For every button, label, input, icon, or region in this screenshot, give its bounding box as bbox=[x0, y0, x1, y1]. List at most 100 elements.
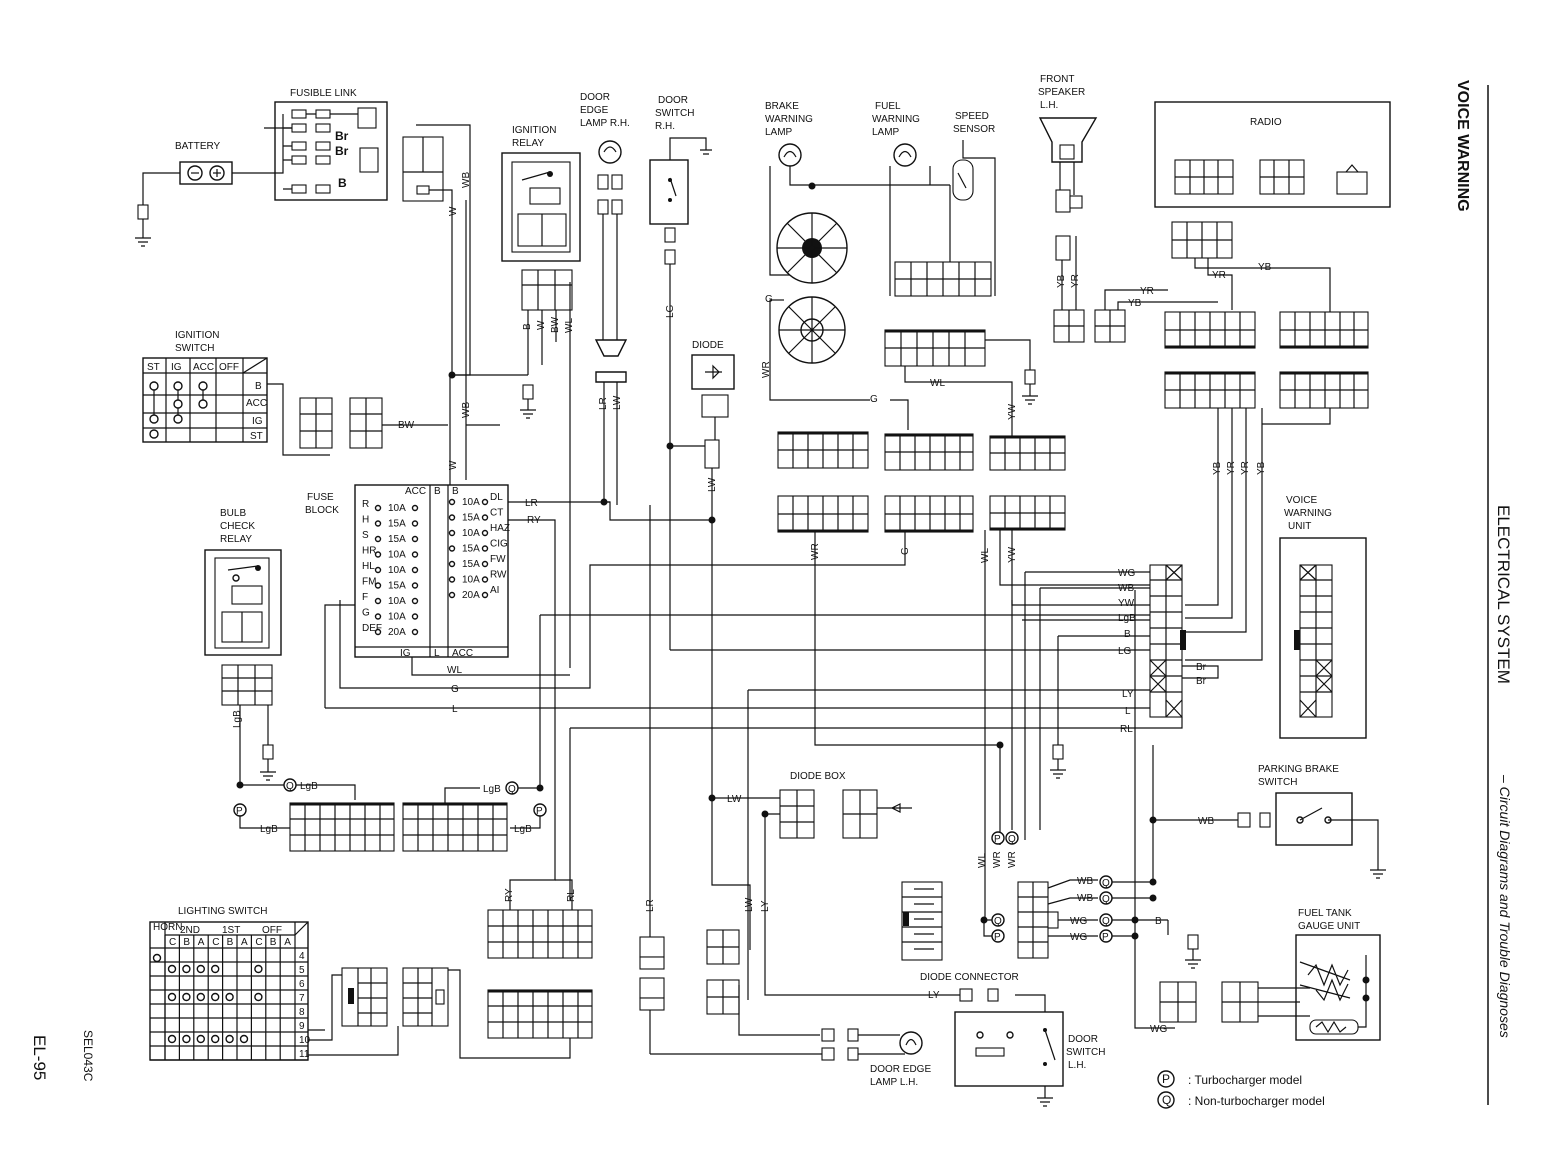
fuel-tank-gauge-unit: FUEL TANK GAUGE UNIT B WG bbox=[1134, 908, 1381, 1041]
wire-label-yr-3: YR bbox=[1212, 270, 1226, 281]
svg-text:P: P bbox=[994, 834, 1001, 845]
door-edge-lamp-lh: DOOR EDGE LAMP L.H. bbox=[650, 1028, 931, 1088]
fuse-label-fw: FW bbox=[490, 554, 506, 565]
front-speaker-label-1: FRONT bbox=[1040, 74, 1074, 85]
ls-sub-c: C bbox=[169, 937, 176, 948]
diode-box: DIODE BOX LW LW LY bbox=[706, 771, 960, 1036]
lower-connectors: Q LgB P LgB LgB Q P LgB RY RL bbox=[233, 505, 665, 1059]
wire-label-wr-4: WR bbox=[1007, 851, 1018, 868]
wire-label-l-1: L bbox=[452, 704, 458, 715]
wire-label-w-1: W bbox=[448, 206, 459, 216]
svg-text:P: P bbox=[994, 932, 1001, 943]
wire-label-g-2: G bbox=[870, 394, 878, 405]
ls-sub-a: A bbox=[198, 937, 205, 948]
front-speaker-label-2: SPEAKER bbox=[1038, 87, 1085, 98]
wire-label-yb-4: YB bbox=[1212, 461, 1223, 475]
fuse-terminal bbox=[411, 504, 419, 512]
door-switch-rh-label-2: SWITCH bbox=[655, 108, 694, 119]
svg-text:P: P bbox=[236, 806, 243, 817]
wire-label-lgb-4: LgB bbox=[260, 824, 278, 835]
wire-label-yb-2: YB bbox=[1128, 298, 1142, 309]
speed-sensor: SPEED SENSOR bbox=[894, 111, 996, 297]
svg-text:WL: WL bbox=[564, 318, 575, 333]
wire-label-lgb-3: LgB bbox=[300, 781, 318, 792]
svg-text:Br: Br bbox=[335, 144, 349, 158]
fuse-label-ct: CT bbox=[490, 508, 503, 519]
diode: DIODE LW bbox=[666, 340, 751, 950]
legend-q-mark bbox=[1157, 1091, 1175, 1109]
wire-label-ly-3: LY bbox=[928, 990, 940, 1001]
wire-label-wr-2: WR bbox=[810, 543, 821, 560]
fuse-label-r: R bbox=[362, 499, 369, 510]
legend-q-text: : Non-turbocharger model bbox=[1188, 1094, 1325, 1108]
wire-label-lr-2: LR bbox=[525, 498, 538, 509]
fuse-label-fm: FM bbox=[362, 577, 376, 588]
wire-label-b-1: B bbox=[1124, 629, 1131, 640]
fuse-terminal bbox=[411, 566, 419, 574]
fuse-rating-h: 15A bbox=[388, 519, 406, 530]
svg-text:P: P bbox=[1102, 932, 1109, 943]
fuse-terminal bbox=[481, 545, 489, 552]
svg-text:Q: Q bbox=[508, 784, 516, 795]
fuel-warning-lamp: FUEL WARNING LAMP bbox=[872, 101, 931, 296]
ls-contact bbox=[210, 964, 220, 974]
fuse-terminal bbox=[448, 576, 456, 583]
wire-label-wg-4: WG bbox=[1150, 1024, 1167, 1035]
bulb-check-relay-label-3: RELAY bbox=[220, 534, 252, 545]
fuse-terminal bbox=[374, 520, 382, 527]
ig-switch-row-ig: IG bbox=[252, 416, 263, 427]
fuse-terminal bbox=[411, 551, 419, 558]
fuse-terminal bbox=[411, 535, 419, 543]
ls-row-7: 7 bbox=[299, 993, 305, 1004]
fusible-link-label: FUSIBLE LINK bbox=[290, 88, 357, 99]
svg-text:P: P bbox=[536, 806, 543, 817]
ls-contact bbox=[182, 964, 191, 974]
fuse-terminal bbox=[448, 591, 456, 599]
wire-label-g-1: G bbox=[765, 294, 773, 305]
fuse-rating-rw: 10A bbox=[462, 575, 480, 586]
bulb-check-relay-label-2: CHECK bbox=[220, 521, 255, 532]
fuse-bus-acc: ACC bbox=[405, 486, 426, 497]
wire-label-lgb-2: LgB bbox=[1118, 613, 1136, 624]
fuse-terminal bbox=[374, 582, 382, 589]
fuse-rating-hl: 10A bbox=[388, 565, 406, 576]
fuse-rating-r: 10A bbox=[388, 503, 406, 514]
ls-sub-c: C bbox=[255, 937, 262, 948]
speed-sensor-label-1: SPEED bbox=[955, 111, 989, 122]
ls-sub-c: C bbox=[212, 937, 219, 948]
ls-row-8: 8 bbox=[299, 1007, 305, 1018]
fuse-bus-acc-b: ACC bbox=[452, 648, 473, 659]
ls-contact bbox=[167, 964, 177, 974]
bulb-check-relay-label-1: BULB bbox=[220, 508, 246, 519]
wire-label-lgb-5: LgB bbox=[483, 784, 501, 795]
fuse-rating-fm: 15A bbox=[388, 581, 406, 592]
center-connectors: WL G YW WR G WL YW bbox=[339, 329, 1150, 845]
wire-label-ry-2: RY bbox=[504, 888, 515, 902]
fuse-rating-fw: 15A bbox=[462, 559, 480, 570]
fuse-terminal bbox=[448, 529, 456, 537]
legend-p-text: : Turbocharger model bbox=[1188, 1073, 1302, 1087]
parking-brake-label-1: PARKING BRAKE bbox=[1258, 764, 1339, 775]
wire-label-br-1: Br bbox=[1196, 662, 1207, 673]
parking-brake-label-2: SWITCH bbox=[1258, 777, 1297, 788]
fuse-terminal bbox=[481, 514, 489, 521]
ls-row-11: 11 bbox=[299, 1049, 310, 1060]
ls-contact bbox=[225, 1034, 234, 1044]
wire-label-l-2: L bbox=[1125, 706, 1131, 717]
fuse-terminal bbox=[411, 613, 419, 620]
wire-label-wl-4: WL bbox=[977, 853, 988, 868]
front-speaker-lh: FRONT SPEAKER L.H. YB YR YR YB bbox=[1038, 74, 1218, 343]
fuse-terminal bbox=[481, 560, 489, 568]
legend: P : Turbocharger model Q : Non-turbochar… bbox=[1157, 1070, 1325, 1109]
brake-lamp-icon bbox=[778, 143, 802, 167]
wire-label-yb-1: YB bbox=[1056, 274, 1067, 288]
door-edge-lamp-rh-label-3: LAMP R.H. bbox=[580, 118, 630, 129]
fuse-terminal bbox=[374, 566, 382, 574]
door-edge-lamp-rh: DOOR EDGE LAMP R.H. LR LW bbox=[580, 92, 630, 505]
ls-sub-b: B bbox=[270, 937, 277, 948]
radio-label: RADIO bbox=[1250, 117, 1282, 128]
fuse-terminal bbox=[374, 551, 382, 558]
lamp-icon bbox=[598, 140, 622, 164]
ls-horn: HORN bbox=[153, 922, 182, 933]
